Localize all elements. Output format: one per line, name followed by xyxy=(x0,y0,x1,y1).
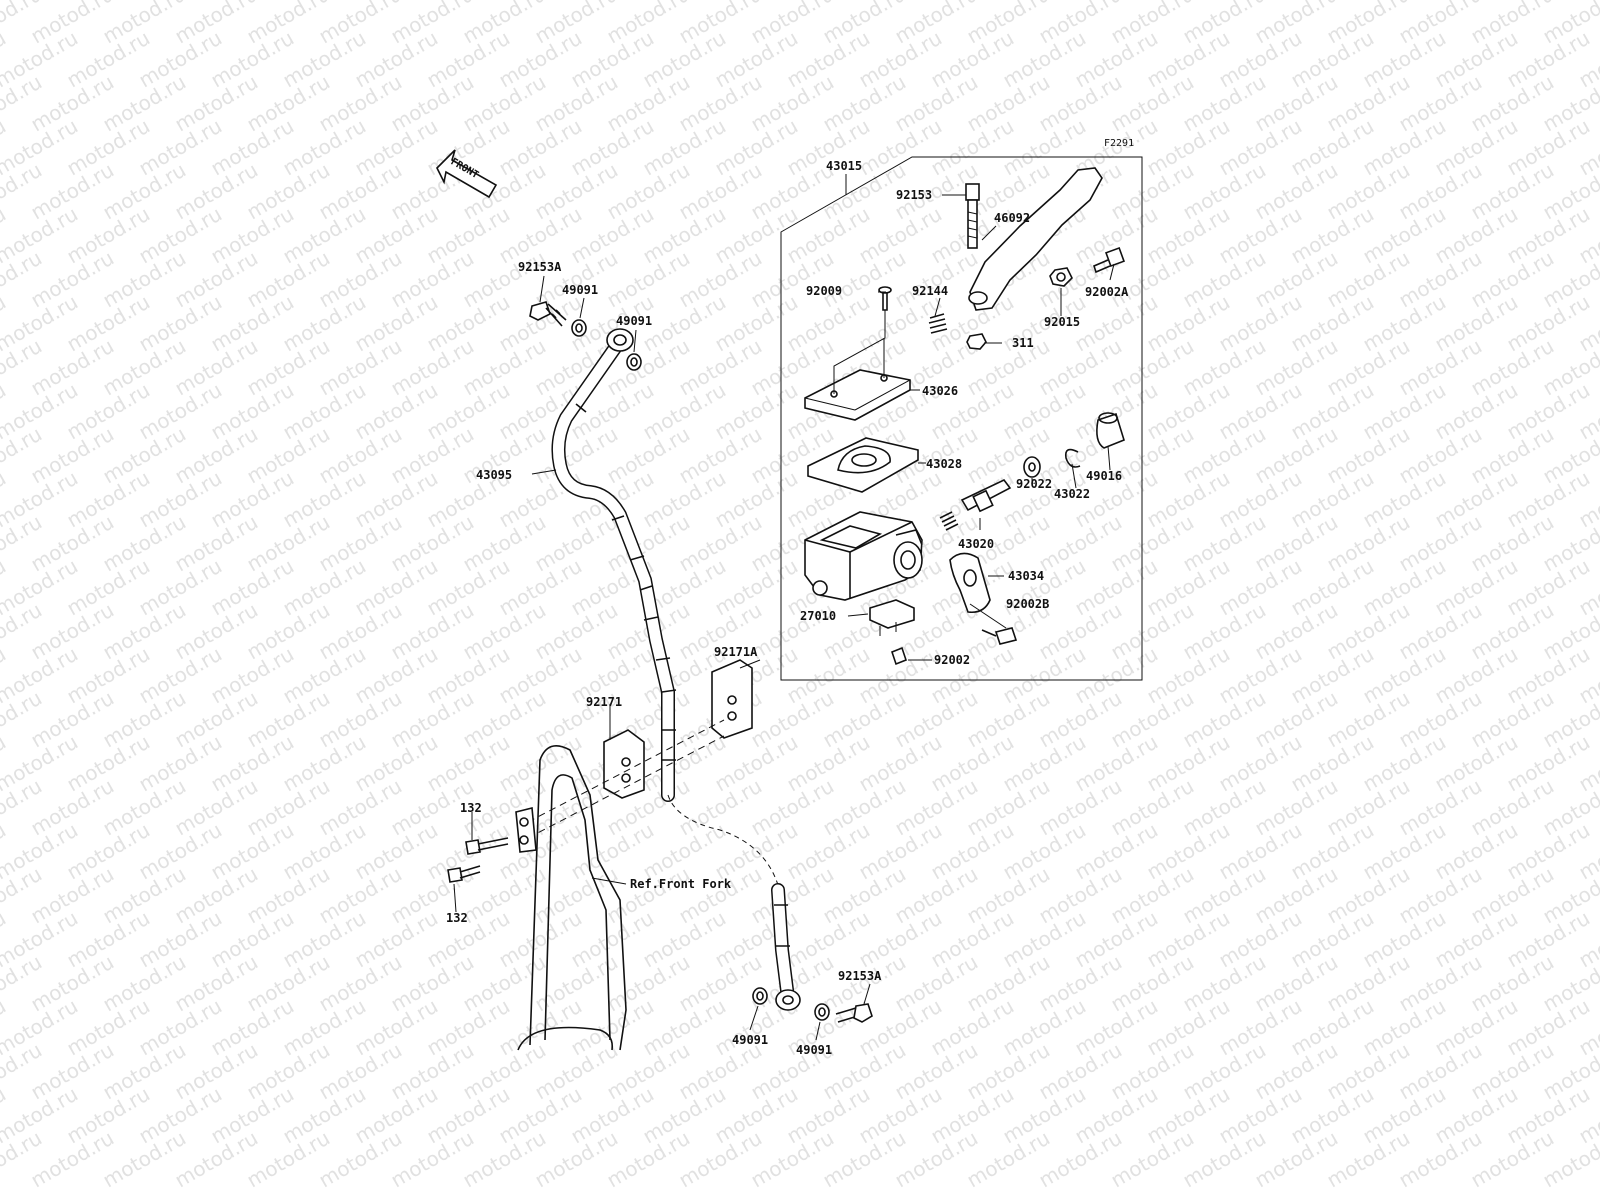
assembly-box: 43015 F2291 xyxy=(780,138,1143,681)
watermark-text: motod.ru xyxy=(1575,0,1600,4)
label-132-b: 132 xyxy=(446,911,468,925)
lever xyxy=(968,167,1103,311)
dust-boot xyxy=(1096,412,1125,449)
brake-switch xyxy=(869,599,915,636)
label-92002: 92002 xyxy=(934,653,970,667)
lever-bolt xyxy=(1093,247,1125,274)
label-43034: 43034 xyxy=(1008,569,1044,583)
label-46092: 46092 xyxy=(994,211,1030,225)
circlip xyxy=(1064,448,1081,468)
master-cylinder-body xyxy=(804,511,923,601)
label-92022: 92022 xyxy=(1016,477,1052,491)
label-92009: 92009 xyxy=(806,284,842,298)
label-27010: 27010 xyxy=(800,609,836,623)
label-49016: 49016 xyxy=(1086,469,1122,483)
hose-clamps xyxy=(527,659,753,839)
pivot-nut xyxy=(966,333,987,350)
diaphragm xyxy=(807,437,919,493)
label-43095: 43095 xyxy=(476,468,512,482)
label-311: 311 xyxy=(1012,336,1034,350)
label-132-a: 132 xyxy=(460,801,482,815)
label-43022: 43022 xyxy=(1054,487,1090,501)
assembly-label: 43015 xyxy=(826,159,862,173)
label-92171: 92171 xyxy=(586,695,622,709)
banjo-bolt-top xyxy=(529,301,642,371)
handlebar-clamp xyxy=(949,552,991,614)
label-49091-c: 49091 xyxy=(732,1033,768,1047)
label-92002b: 92002B xyxy=(1006,597,1049,611)
label-43026: 43026 xyxy=(922,384,958,398)
figure-code: F2291 xyxy=(1104,138,1134,149)
part-labels: 92153 46092 92009 92144 92002A 92015 311… xyxy=(446,188,1129,1057)
label-92144: 92144 xyxy=(912,284,948,298)
switch-screw xyxy=(891,646,907,666)
clamp-bolt xyxy=(981,627,1018,645)
label-43020: 43020 xyxy=(958,537,994,551)
label-ref-front-fork: Ref.Front Fork xyxy=(630,877,732,891)
fork-bolts xyxy=(447,837,509,883)
label-92153a-bottom: 92153A xyxy=(838,969,882,983)
label-49091-d: 49091 xyxy=(796,1043,832,1057)
front-arrow: FRONT xyxy=(436,149,498,199)
pivot-bolt xyxy=(965,183,980,249)
lever-spring xyxy=(928,313,948,334)
brake-hose xyxy=(551,328,801,1011)
label-92002a: 92002A xyxy=(1085,285,1129,299)
cap-screw xyxy=(878,286,892,311)
label-43028: 43028 xyxy=(926,457,962,471)
label-92153a-top: 92153A xyxy=(518,260,562,274)
leader-lines xyxy=(453,194,1115,1041)
front-fork xyxy=(515,744,627,1051)
washer-92022 xyxy=(1023,456,1041,478)
label-49091-a: 49091 xyxy=(562,283,598,297)
label-92153: 92153 xyxy=(896,188,932,202)
banjo-bolt-bottom xyxy=(752,987,873,1023)
piston-assembly xyxy=(939,478,1012,531)
label-92015: 92015 xyxy=(1044,315,1080,329)
label-92171a: 92171A xyxy=(714,645,758,659)
label-49091-b: 49091 xyxy=(616,314,652,328)
lever-nut xyxy=(1049,267,1073,287)
